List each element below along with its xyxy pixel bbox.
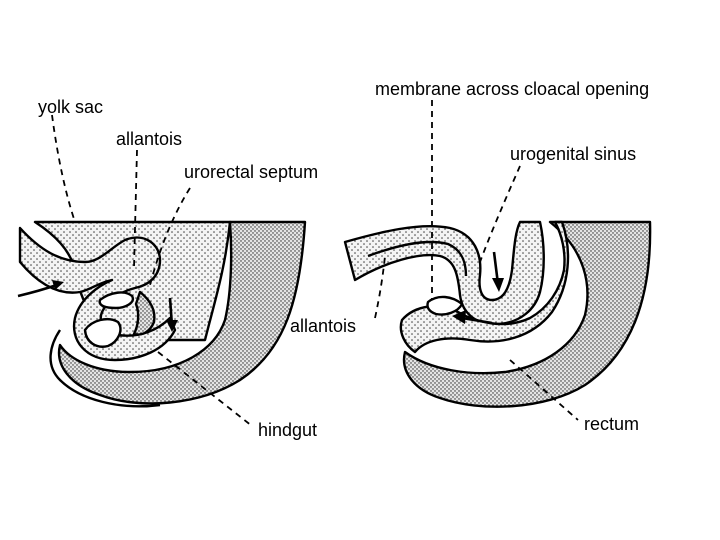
right-embryo-figure	[343, 220, 652, 408]
label-hindgut: hindgut	[258, 420, 317, 440]
leader-allantois-left	[133, 149, 138, 269]
left-urorectal-septum	[132, 290, 156, 336]
label-allantois-right: allantois	[290, 316, 356, 336]
label-yolk-sac: yolk sac	[38, 97, 103, 117]
right-horizontal-arrowhead	[452, 310, 466, 324]
left-septum-arrowhead	[166, 320, 178, 332]
right-allantois-lumen	[367, 240, 468, 277]
left-embryo-figure	[17, 220, 307, 408]
label-urogenital-sinus: urogenital sinus	[510, 144, 636, 164]
leader-hindgut	[157, 351, 253, 427]
left-entry-arrowhead	[52, 280, 64, 290]
right-septum-arrowhead	[492, 278, 504, 292]
label-membrane: membrane across cloacal opening	[375, 79, 649, 99]
left-body-wall	[57, 220, 307, 405]
left-cloacal-cavity	[83, 318, 122, 348]
leader-yolk-sac	[51, 114, 76, 223]
leader-urogenital-sinus	[479, 165, 521, 263]
left-gut-tube	[18, 226, 177, 362]
leader-urorectal-septum	[149, 187, 191, 286]
right-body-wall	[402, 220, 652, 408]
leader-rectum	[509, 359, 579, 421]
label-rectum: rectum	[584, 414, 639, 434]
right-cloacal-membrane	[426, 295, 464, 316]
leader-allantois-right	[374, 255, 386, 319]
label-allantois-left: allantois	[116, 129, 182, 149]
left-allantois-lumen	[98, 291, 135, 310]
left-outer-wall-line	[49, 329, 161, 408]
label-urorectal-septum: urorectal septum	[184, 162, 318, 182]
right-horizontal-arrow	[461, 316, 493, 325]
